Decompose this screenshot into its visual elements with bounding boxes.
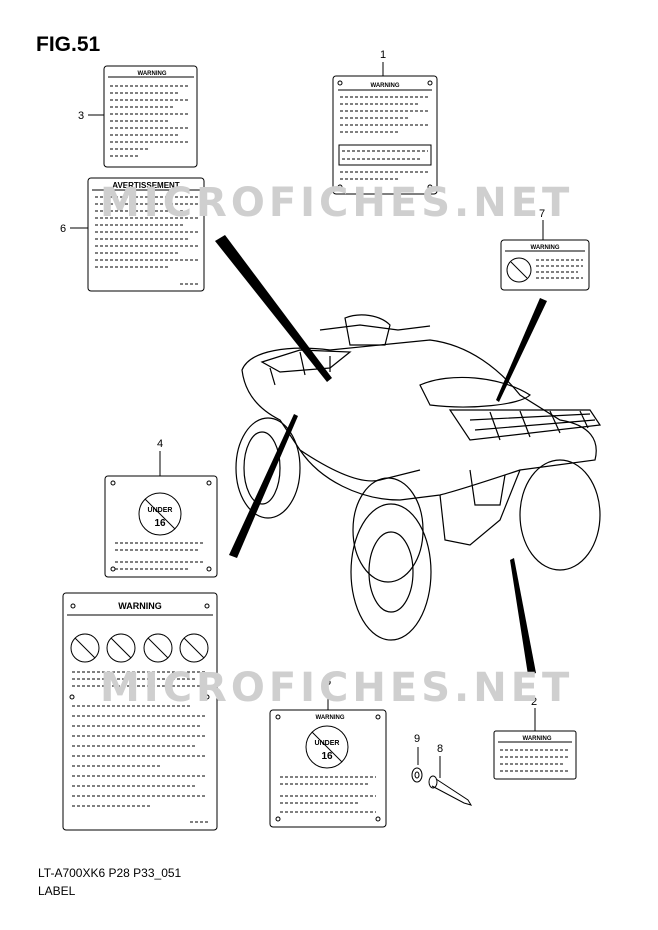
label-large-warning [62, 592, 218, 831]
label-5-title: WARNING [316, 715, 345, 721]
label-1-title: WARNING [371, 83, 400, 89]
callout-2: 2 [531, 696, 537, 708]
callout-7: 7 [539, 208, 545, 220]
leader-line-left [215, 235, 332, 382]
label-6-title: AVERTISSEMENT [112, 181, 180, 190]
figure-caption: LABEL [38, 884, 76, 898]
part-8-rivet [428, 756, 473, 806]
callout-3: 3 [78, 110, 84, 122]
label-5-under: UNDER [315, 740, 340, 747]
label-7-warning [500, 220, 590, 291]
atv-illustration [235, 314, 602, 641]
callout-9: 9 [414, 733, 420, 745]
callout-8: 8 [437, 743, 443, 755]
callout-4: 4 [157, 438, 163, 450]
leader-line-right-lower [510, 558, 536, 675]
part-9-washer [411, 747, 423, 783]
callout-6: 6 [60, 223, 66, 235]
label-1-warning [332, 62, 438, 195]
callout-1: 1 [380, 49, 386, 61]
label-5-age: 16 [321, 751, 333, 762]
label-4-age: 16 [154, 518, 166, 529]
label-3-warning [88, 65, 198, 168]
leader-line-right-upper [496, 298, 547, 402]
figure-title: FIG.51 [36, 33, 101, 56]
label-3-title: WARNING [138, 71, 167, 77]
label-2-title: WARNING [523, 736, 552, 742]
callout-5: 5 [325, 676, 331, 688]
label-2-warning [493, 708, 577, 780]
watermark-upper: MICROFICHES.NET [100, 180, 574, 226]
leader-line-left-lower [229, 414, 298, 558]
label-4-under-16 [104, 451, 218, 578]
model-code: LT-A700XK6 P28 P33_051 [38, 866, 182, 880]
label-7-title: WARNING [531, 245, 560, 251]
watermark-lower: MICROFICHES.NET [100, 665, 574, 711]
label-5-under-16 [269, 688, 387, 828]
label-6-avertissement [70, 177, 205, 292]
label-4-under: UNDER [148, 507, 173, 514]
label-large-title: WARNING [118, 601, 162, 611]
